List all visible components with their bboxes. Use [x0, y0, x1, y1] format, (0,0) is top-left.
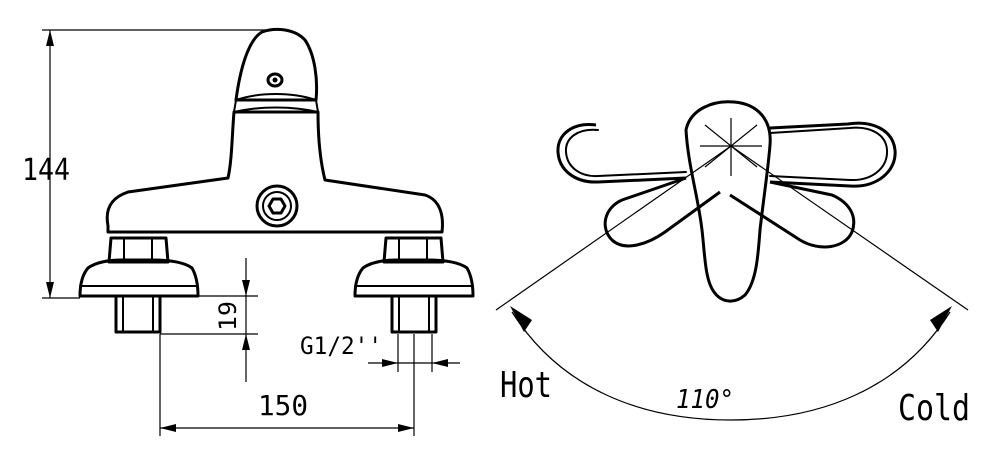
arrow-150-left — [160, 424, 176, 432]
rotation-arc — [511, 311, 951, 421]
right-connector — [353, 236, 475, 334]
pipe-length-label: 19 — [214, 301, 242, 331]
lever-right-position — [729, 180, 856, 249]
arrow-up-19 — [242, 334, 250, 350]
center-nut-hex — [267, 197, 287, 215]
left-pipe — [114, 294, 162, 334]
handle-screw-center — [272, 77, 278, 83]
cold-label: Cold — [898, 388, 970, 429]
height-label: 144 — [22, 153, 70, 188]
dimension-thread: G1/2'' — [300, 332, 460, 372]
lever-center — [684, 100, 772, 303]
right-flange — [353, 258, 475, 298]
lever-left-position — [603, 176, 721, 248]
cold-guide-line — [730, 145, 969, 311]
left-connector — [78, 236, 200, 334]
arrow-up — [46, 30, 54, 46]
handle-screw — [266, 72, 284, 88]
lever-handle — [234, 27, 319, 102]
dimension-pipe-length: 19 — [160, 258, 258, 382]
right-pipe — [390, 294, 438, 334]
hot-label: Hot — [500, 365, 552, 406]
arrow-thread-right — [432, 359, 448, 367]
lever-handle-band — [233, 93, 319, 113]
arc-arrow-cold — [930, 306, 952, 332]
arrow-thread-left — [382, 359, 398, 367]
arrow-down — [46, 282, 54, 298]
lever-horizontal — [556, 121, 897, 188]
center-nut-ring — [262, 191, 292, 221]
arrow-down-19 — [242, 280, 250, 296]
arrow-150-right — [398, 424, 414, 432]
right-hex-nut — [382, 236, 445, 264]
center-nut-outer — [255, 184, 299, 228]
rotation-angle-label: 110° — [676, 385, 734, 415]
thread-label: G1/2'' — [300, 332, 382, 360]
dimension-height: 144 — [22, 29, 268, 299]
left-hex-nut — [107, 236, 170, 264]
top-view: 110° Hot Cold — [495, 100, 970, 429]
dimension-center-distance: 150 — [159, 334, 415, 436]
front-view: 144 19 G1/2'' 150 — [22, 27, 475, 436]
hot-guide-line — [495, 145, 732, 311]
arc-arrow-hot — [510, 306, 532, 332]
center-distance-label: 150 — [258, 389, 308, 422]
left-flange — [78, 258, 200, 298]
